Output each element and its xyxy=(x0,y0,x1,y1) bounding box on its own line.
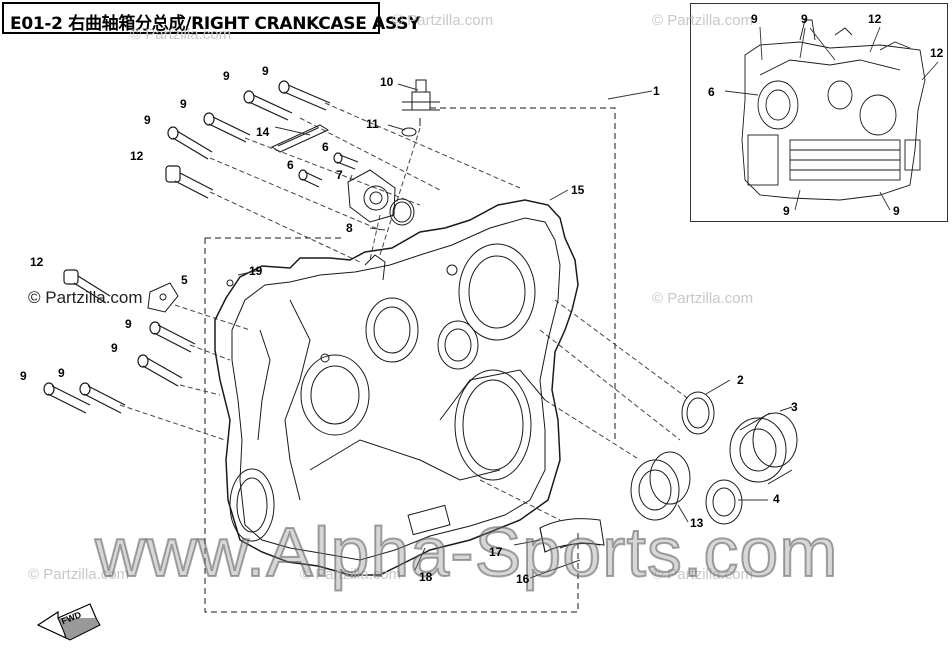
callout-2: 2 xyxy=(737,373,744,387)
callout-9: 9 xyxy=(20,369,27,383)
watermark-partzilla: © Partzilla.com xyxy=(300,566,402,583)
callout-9: 9 xyxy=(180,97,187,111)
callout-1: 1 xyxy=(653,84,660,98)
inset-callout-6: 6 xyxy=(708,85,715,99)
watermark-partzilla: © Partzilla.com xyxy=(392,12,494,29)
inset-callout-9: 9 xyxy=(801,12,808,26)
watermark-partzilla: © Partzilla.com xyxy=(28,566,130,583)
callout-6: 6 xyxy=(287,158,294,172)
callout-9: 9 xyxy=(125,317,132,331)
callout-11: 11 xyxy=(366,117,379,131)
watermark-partzilla: © Partzilla.com xyxy=(130,26,232,43)
callout-5: 5 xyxy=(181,273,188,287)
callout-9: 9 xyxy=(111,341,118,355)
callout-13: 13 xyxy=(690,516,704,530)
callout-7: 7 xyxy=(336,168,343,182)
watermark-partzilla: © Partzilla.com xyxy=(652,566,754,583)
inset-engine-sketch xyxy=(724,19,939,211)
callout-9: 9 xyxy=(262,64,269,78)
callout-4: 4 xyxy=(773,492,780,506)
callout-9: 9 xyxy=(144,113,151,127)
watermark-partzilla: © Partzilla.com xyxy=(652,290,754,307)
fwd-arrow xyxy=(36,603,101,641)
watermark-partzilla: © Partzilla.com xyxy=(652,12,754,29)
callout-19: 19 xyxy=(249,264,263,278)
inset-callout-9: 9 xyxy=(783,204,790,218)
callout-16: 16 xyxy=(516,572,530,586)
callout-15: 15 xyxy=(571,183,585,197)
watermark-partzilla-dark: © Partzilla.com xyxy=(28,288,143,307)
diagram-title: E01-2 右曲轴箱分总成/RIGHT CRANKCASE ASSY xyxy=(10,14,421,34)
callout-18: 18 xyxy=(419,570,433,584)
callout-3: 3 xyxy=(791,400,798,414)
inset-callout-12: 12 xyxy=(930,46,944,60)
callout-9: 9 xyxy=(58,366,65,380)
callout-14: 14 xyxy=(256,125,270,139)
inset-callout-12: 12 xyxy=(868,12,882,26)
callout-10: 10 xyxy=(380,75,394,89)
inset-callout-9: 9 xyxy=(751,12,758,26)
callout-17: 17 xyxy=(489,545,503,559)
callout-6: 6 xyxy=(322,140,329,154)
watermark-alpha-sports: www.Alpha-Sports.com xyxy=(94,512,839,592)
callout-8: 8 xyxy=(346,221,353,235)
callout-9: 9 xyxy=(223,69,230,83)
callout-12: 12 xyxy=(130,149,144,163)
inset-callout-9: 9 xyxy=(893,204,900,218)
inset-overview-frame xyxy=(690,3,948,222)
diagram-title-box: E01-2 右曲轴箱分总成/RIGHT CRANKCASE ASSY xyxy=(2,2,420,34)
callout-12: 12 xyxy=(30,255,44,269)
